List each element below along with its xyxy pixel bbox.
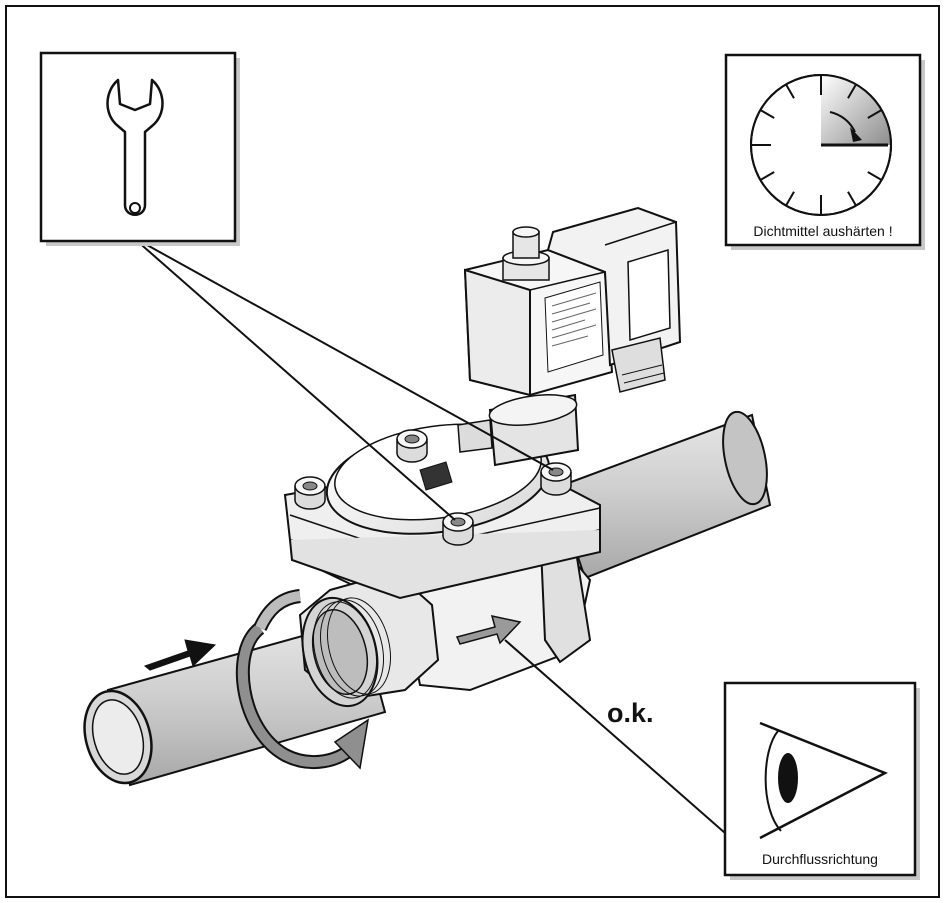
flow-arrow-icon [143, 639, 217, 671]
solenoid-coil [457, 206, 682, 467]
flow-direction-label: Durchflussrichtung [762, 851, 878, 867]
eye-icon [759, 721, 888, 840]
wrench-icon [106, 78, 164, 216]
ok-label: o.k. [607, 698, 654, 728]
body-flow-arrow-icon [455, 615, 522, 645]
clock-icon [750, 74, 892, 216]
wrench-callout [39, 51, 240, 246]
rotation-arrow-icon [235, 589, 370, 770]
sealant-label: Dichtmittel aushärten ! [753, 223, 892, 239]
eye-callout: Durchflussrichtung [723, 681, 920, 880]
clock-callout: Dichtmittel aushärten ! [724, 53, 925, 250]
valve-body [283, 423, 601, 708]
cover-bolts [294, 429, 572, 546]
leader-lines [135, 239, 726, 834]
